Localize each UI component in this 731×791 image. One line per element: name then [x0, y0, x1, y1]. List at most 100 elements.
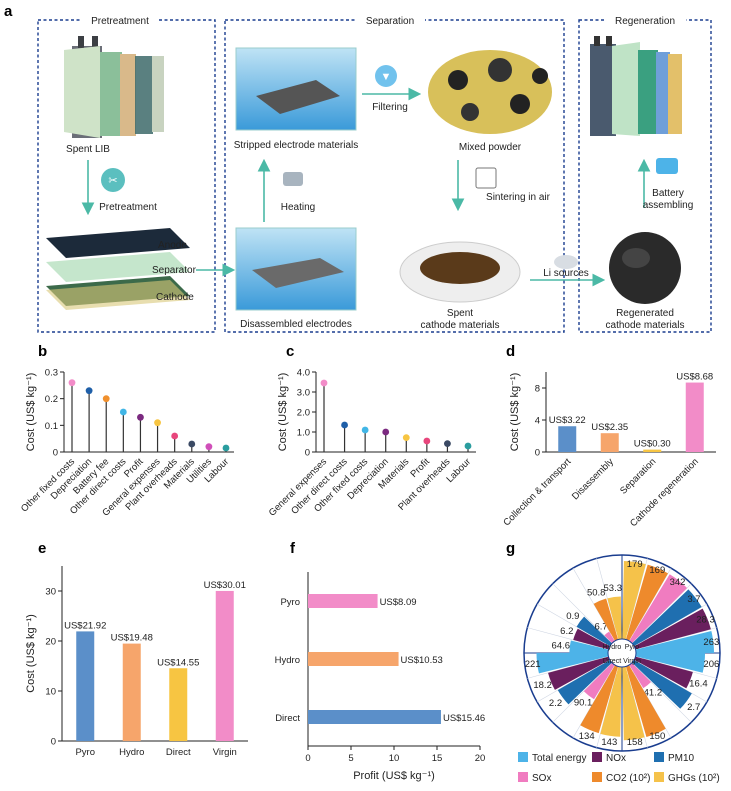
- x-tick-label: 10: [389, 753, 400, 764]
- polar-bar-direct: [607, 596, 622, 640]
- polar-bar-pyro: [625, 665, 666, 738]
- lollipop-dot: [102, 395, 110, 403]
- y-tick-label: Pyro: [280, 597, 300, 608]
- section-separation: Separation: [366, 16, 414, 27]
- bar-value-label: US$14.55: [157, 657, 199, 668]
- bar: [600, 433, 619, 452]
- polar-bar-hydro: [600, 666, 622, 737]
- polar-value-label: 53.3: [604, 583, 623, 594]
- label-spent-lib: Spent LIB: [66, 144, 110, 155]
- legend-swatch: [592, 772, 602, 782]
- polar-bar-virgin: [622, 561, 646, 640]
- y-tick-label: 0: [305, 448, 310, 459]
- polar-bar-pyro: [629, 662, 652, 689]
- disassembled-tank-illustration: [235, 227, 357, 311]
- polar-bar-virgin: [634, 608, 711, 650]
- label-separator: Separator: [152, 265, 197, 276]
- legend-label: SOx: [532, 773, 551, 784]
- lollipop-dot: [444, 440, 451, 447]
- polar-value-label: 16.4: [689, 679, 708, 690]
- legend-swatch: [518, 772, 528, 782]
- x-tick-label: 15: [432, 753, 443, 764]
- spent-lib-illustration: [64, 36, 164, 138]
- bar-value-label: US$3.22: [549, 415, 586, 426]
- svg-text:▼: ▼: [381, 71, 392, 83]
- bar-value-label: US$8.09: [380, 597, 417, 608]
- label-regen-1: Regenerated: [616, 308, 674, 319]
- label-stripped: Stripped electrode materials: [234, 140, 359, 151]
- label-spent-cathode-2: cathode materials: [421, 320, 500, 331]
- lollipop-dot: [382, 428, 390, 436]
- polar-bar-hydro: [548, 656, 610, 690]
- legend-swatch: [518, 752, 528, 762]
- heater-icon: [283, 172, 303, 186]
- y-axis-label: Cost (US$ kg⁻¹): [277, 373, 289, 452]
- polar-bar-direct: [593, 598, 619, 641]
- bar: [308, 710, 441, 724]
- x-tick-label: Collection & transport: [501, 456, 573, 528]
- polar-bar-hydro: [557, 660, 612, 705]
- y-tick-label: 8: [535, 384, 540, 395]
- lollipop-dot: [361, 426, 369, 434]
- x-tick-label: 5: [348, 753, 353, 764]
- x-axis-label: Profit (US$ kg⁻¹): [353, 770, 435, 782]
- polar-value-label: 206: [703, 659, 719, 670]
- bar: [558, 426, 577, 452]
- separation-box: [224, 19, 565, 333]
- lollipop-dot: [137, 413, 144, 421]
- bar-value-label: US$0.30: [634, 439, 671, 450]
- legend-label: GHGs (10²): [668, 773, 720, 784]
- polar-value-label: 6.2: [560, 626, 573, 637]
- x-tick-label: Direct: [166, 747, 191, 758]
- legend-label: Total energy: [532, 753, 586, 764]
- legend-swatch: [654, 772, 664, 782]
- polar-bar-virgin: [625, 564, 668, 641]
- lollipop-dot: [171, 432, 179, 440]
- panel-a: a Pretreatment Separation Regeneration S…: [4, 3, 712, 333]
- y-tick-label: 30: [45, 587, 56, 598]
- polar-grid-spoke: [536, 603, 604, 643]
- label-mixed-powder: Mixed powder: [459, 142, 522, 153]
- polar-bar-virgin: [632, 589, 702, 646]
- label-anode: Anode: [158, 240, 187, 251]
- panel-d-letter: d: [506, 343, 515, 360]
- y-tick-label: 0: [51, 737, 56, 748]
- polar-value-label: 64.6: [552, 641, 571, 652]
- polar-value-label: 263: [703, 637, 719, 648]
- lollipop-dot: [188, 440, 196, 448]
- polar-value-label: 0.9: [566, 611, 579, 622]
- bar: [685, 382, 704, 452]
- bar-value-label: US$19.48: [111, 633, 153, 644]
- label-cathode: Cathode: [156, 292, 194, 303]
- label-pretreatment: Pretreatment: [99, 202, 157, 213]
- new-battery-illustration: [590, 36, 682, 136]
- legend-label: PM10: [668, 753, 695, 764]
- polar-bar-virgin: [629, 574, 688, 644]
- section-regeneration: Regeneration: [615, 16, 675, 27]
- y-tick-label: Hydro: [275, 655, 300, 666]
- lollipop-dot: [154, 419, 161, 427]
- polar-bar-hydro: [536, 653, 609, 674]
- bar-value-label: US$15.46: [443, 713, 485, 724]
- y-tick-label: 20: [45, 637, 56, 648]
- bar: [308, 652, 399, 666]
- polar-grid-spoke: [536, 663, 604, 703]
- polar-value-label: 2.7: [687, 702, 700, 713]
- polar-bar-direct: [573, 628, 610, 650]
- polar-value-label: 143: [601, 737, 617, 748]
- lollipop-dot: [423, 437, 431, 445]
- y-axis-label: Cost (US$ kg⁻¹): [25, 614, 37, 693]
- bar-value-label: US$8.68: [676, 372, 713, 383]
- polar-value-label: 6.7: [594, 621, 607, 632]
- panel-c-letter: c: [286, 343, 294, 360]
- x-tick-label: 20: [475, 753, 486, 764]
- polar-value-label: 158: [627, 737, 643, 748]
- regenerated-cathode-illustration: [609, 232, 681, 304]
- polar-value-label: 41.2: [644, 687, 663, 698]
- y-tick-label: 0.3: [45, 368, 58, 379]
